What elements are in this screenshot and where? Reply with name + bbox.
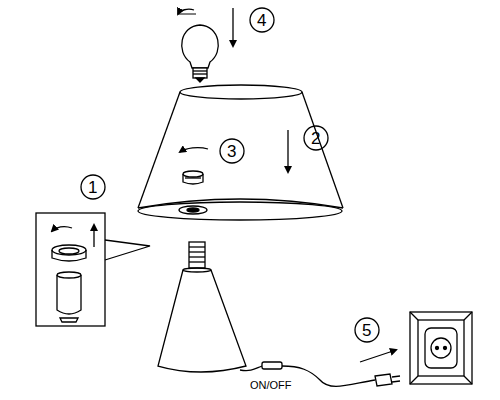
callout-number: 3 — [227, 143, 236, 160]
callout-number: 4 — [257, 12, 266, 29]
callout-number: 1 — [88, 179, 97, 196]
switch-label: ON/OFF — [249, 380, 293, 391]
callout-number: 2 — [311, 130, 320, 147]
callout-number: 5 — [362, 322, 371, 339]
